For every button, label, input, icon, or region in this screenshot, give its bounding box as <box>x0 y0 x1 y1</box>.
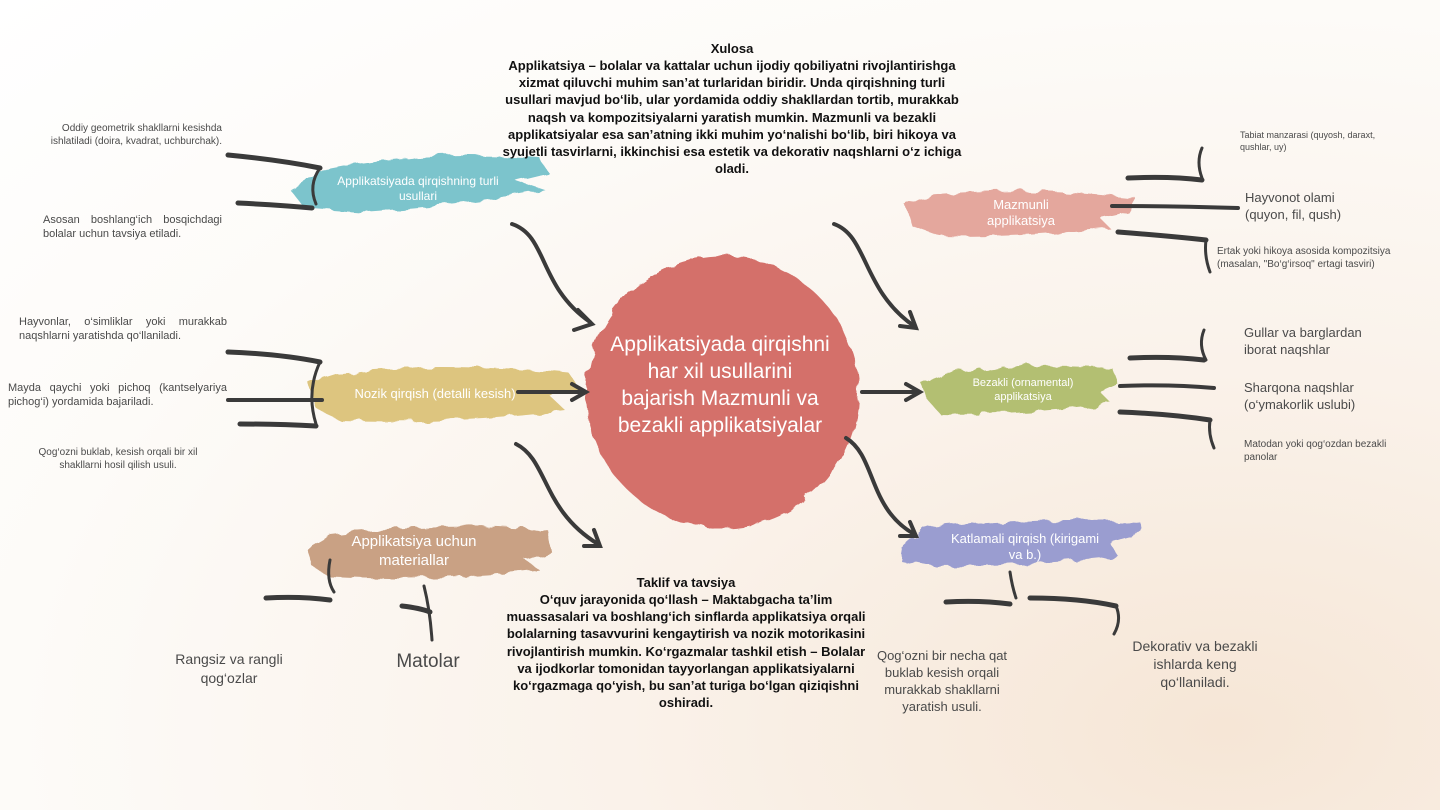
fine-brush[interactable] <box>308 367 578 421</box>
content-item-1: Tabiat manzarasi (quyosh, daraxt, qushla… <box>1240 130 1376 152</box>
conclusion-block: Xulosa Applikatsiya – bolalar va kattala… <box>502 40 962 177</box>
arrow-methods <box>510 222 592 324</box>
arrow-fine-head <box>570 382 591 402</box>
decorative-item-1: Gullar va barglardan iborat naqshlar <box>1244 325 1362 357</box>
content-item-3: Ertak yoki hikoya asosida kompozitsiya (… <box>1217 246 1391 270</box>
arrow-layered <box>844 436 916 536</box>
bracket-fine-spine <box>310 360 322 426</box>
suggestion-heading: Taklif va tavsiya <box>636 575 736 590</box>
bracket-layered-left <box>943 598 1013 607</box>
conclusion-body: Applikatsiya – bolalar va kattalar uchun… <box>502 58 962 177</box>
arrow-decorative-head <box>904 382 925 402</box>
bracket-fine-top <box>225 349 323 365</box>
bracket-decor-top <box>1127 354 1207 363</box>
bracket-content-drop <box>1204 238 1212 274</box>
layered-label[interactable]: Katlamali qirqish (kirigami va b.) <box>950 530 1100 562</box>
layered-item-1: Qog‘ozni bir necha qat buklab kesish orq… <box>876 648 1008 714</box>
bracket-content-bottom <box>1115 229 1209 243</box>
decorative-item-2: Sharqona naqshlar (o‘ymakorlik uslubi) <box>1244 380 1356 412</box>
materials-item-1: Rangsiz va rangli qog‘ozlar <box>175 651 283 686</box>
conclusion-heading: Xulosa <box>710 41 754 56</box>
connector-strokes <box>225 146 1240 642</box>
materials-item-2: Matolar <box>396 651 460 672</box>
decorative-label[interactable]: Bezakli (ornamental) applikatsiya <box>972 377 1074 403</box>
decorative-item-3: Matodan yoki qog‘ozdan bezakli panolar <box>1244 439 1387 463</box>
bracket-fine-bottom <box>237 421 319 429</box>
center-circle[interactable] <box>586 256 858 528</box>
bracket-layered-drop <box>1112 604 1121 636</box>
bracket-decor-drop <box>1208 418 1216 450</box>
materials-brush[interactable] <box>306 526 552 578</box>
arrow-methods-head <box>572 308 596 332</box>
bracket-methods-top <box>225 152 323 171</box>
bracket-materials-right <box>399 603 433 615</box>
arrow-materials-head <box>582 528 603 548</box>
materials-label[interactable]: Applikatsiya uchun materiallar <box>351 533 477 569</box>
methods-brush[interactable] <box>290 155 548 212</box>
suggestion-block: Taklif va tavsiya O‘quv jarayonida qo‘ll… <box>500 574 872 711</box>
center-title: Applikatsiyada qirqishni har xil usullar… <box>610 333 830 437</box>
methods-item-2: Asosan boshlang‘ich bosqichdagi bolalar … <box>43 214 222 241</box>
content-item-2: Hayvonot olami (quyon, fil, qush) <box>1245 190 1342 222</box>
fine-item-1: Hayvonlar, o‘simliklar yoki murakkab naq… <box>19 316 227 343</box>
bracket-layered-right <box>1027 595 1119 609</box>
bracket-decor-mid <box>1118 383 1216 390</box>
methods-item-1: Oddiy geometrik shakllarni kesishda ishl… <box>50 123 222 147</box>
bracket-layered-spine <box>1008 570 1018 600</box>
fine-label[interactable]: Nozik qirqish (detalli kesish) <box>354 385 516 401</box>
bracket-content-spine <box>1197 146 1204 180</box>
content-brush[interactable] <box>906 190 1136 237</box>
bracket-methods-spine <box>311 166 322 206</box>
arrow-layered-head <box>898 520 920 538</box>
layered-item-2: Dekorativ va bezakli ishlarda keng qo‘ll… <box>1132 638 1258 690</box>
bracket-decor-bottom <box>1117 409 1213 423</box>
content-label[interactable]: Mazmunli applikatsiya <box>987 196 1055 228</box>
layered-brush[interactable] <box>900 520 1140 566</box>
bracket-materials-drop <box>422 584 434 642</box>
arrow-materials <box>514 442 600 546</box>
bracket-decor-spine <box>1199 328 1208 362</box>
bracket-materials-left <box>263 594 333 603</box>
decorative-brush[interactable] <box>920 365 1118 415</box>
fine-item-3: Qog‘ozni buklab, kesish orqali bir xil s… <box>38 447 198 471</box>
fine-item-2: Mayda qaychi yoki pichoq (kantselyariya … <box>8 382 227 409</box>
arrow-content-head <box>898 310 920 331</box>
arrow-content <box>832 222 916 328</box>
bracket-content-top <box>1125 174 1205 183</box>
bracket-methods-bottom <box>235 200 315 211</box>
bracket-materials-spine <box>327 558 336 594</box>
methods-label[interactable]: Applikatsiyada qirqishning turli usullar… <box>337 174 499 203</box>
suggestion-body: O‘quv jarayonida qo‘llash – Maktabgacha … <box>506 592 866 711</box>
bracket-content-mid <box>1110 204 1240 210</box>
